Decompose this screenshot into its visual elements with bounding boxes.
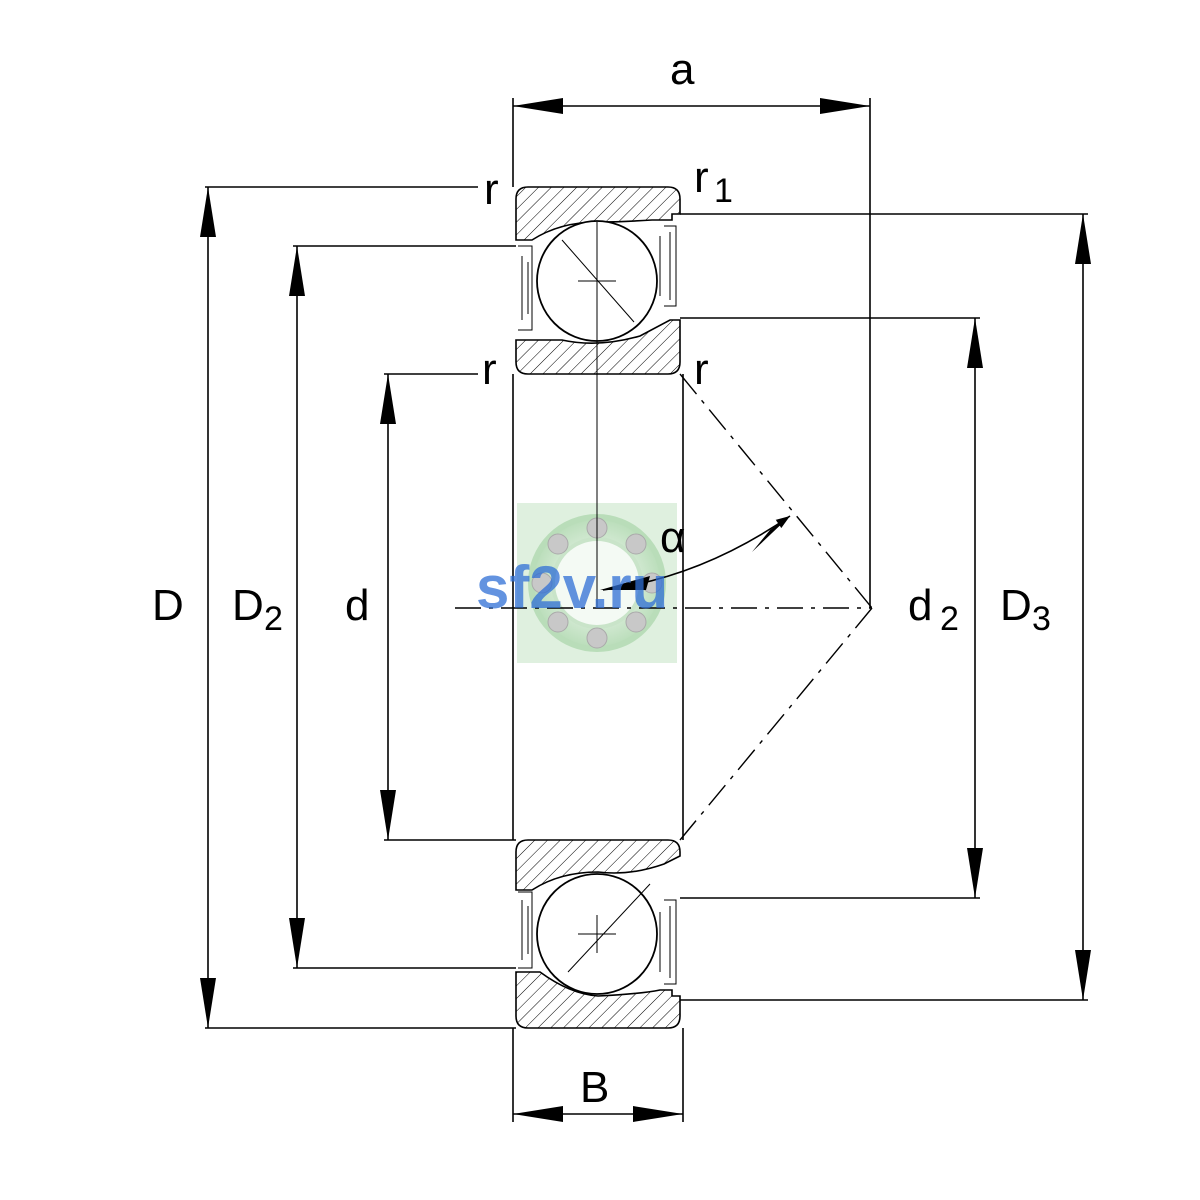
label-r1: r — [694, 153, 709, 202]
label-D2: D — [232, 581, 264, 630]
bottom-ring-section — [515, 839, 681, 1029]
label-d2: d — [908, 581, 932, 630]
label-D: D — [152, 581, 184, 630]
dimension-D — [200, 186, 516, 1029]
label-alpha: α — [660, 513, 685, 562]
label-D3: D — [1000, 581, 1032, 630]
label-r1-sub: 1 — [714, 172, 733, 210]
dimension-D3 — [680, 213, 1091, 1001]
label-a: a — [670, 45, 695, 94]
label-d: d — [345, 581, 369, 630]
label-B: B — [580, 1063, 609, 1112]
dimension-b — [512, 1028, 684, 1122]
top-ring-section — [515, 186, 681, 375]
watermark-text: sf2v.ru — [476, 554, 668, 621]
contact-angle-lines — [455, 222, 873, 841]
label-r-inner-left: r — [482, 345, 497, 394]
dimension-d — [380, 373, 516, 841]
label-d2-sub: 2 — [940, 600, 959, 638]
label-D2-sub: 2 — [264, 600, 283, 638]
label-r-inner-right: r — [694, 345, 709, 394]
label-D3-sub: 3 — [1032, 600, 1051, 638]
dimension-d2 — [680, 317, 983, 899]
label-r-top-left: r — [484, 165, 499, 214]
dimension-D2 — [289, 245, 516, 969]
alpha-angle-arrow — [600, 515, 791, 591]
dimension-a — [512, 98, 871, 608]
